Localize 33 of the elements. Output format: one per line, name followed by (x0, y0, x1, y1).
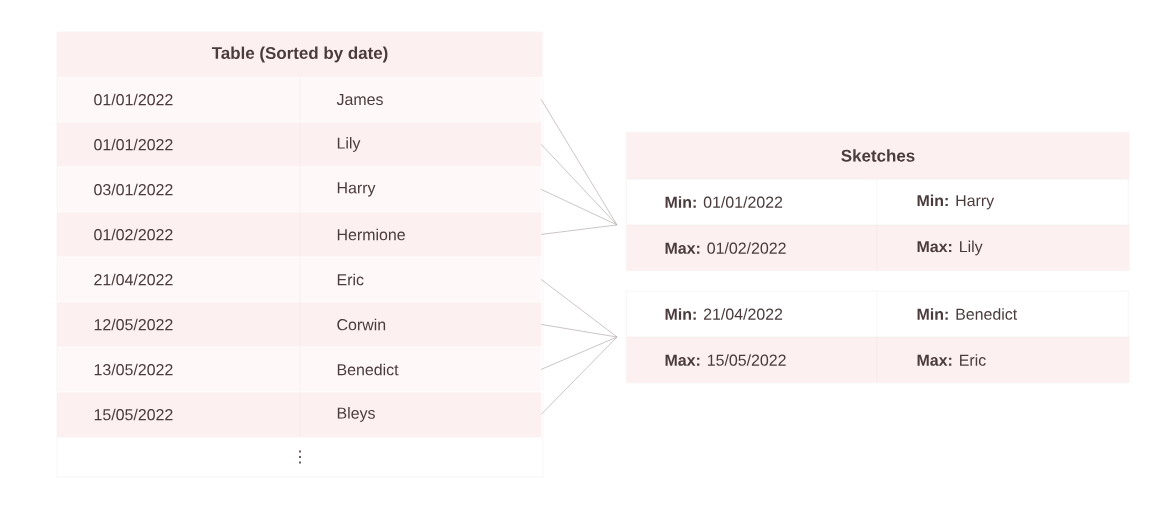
node-label: James (336, 93, 383, 106)
connector-line (540, 144, 618, 226)
table-row: 21/04/2022 Eric (56, 257, 544, 302)
table-row: 01/01/2022 James (56, 77, 544, 122)
sketch-value: Min: Harry (917, 194, 995, 210)
node-label: Benedict (337, 363, 399, 376)
connector-line (540, 336, 618, 370)
table-row: 15/05/2022 Bleys (56, 392, 544, 437)
sketch-value: Max: Eric (917, 354, 986, 366)
sketch-value: Max: 15/05/2022 (665, 354, 786, 366)
node-label: Harry (337, 182, 376, 197)
panel-header: Sketches (626, 132, 1130, 179)
connector-line (540, 279, 618, 338)
table-row: 13/05/2022 Benedict (56, 347, 544, 392)
sketch-value: Min: 01/01/2022 (665, 196, 783, 208)
sketch-value: Min: Benedict (917, 308, 1018, 320)
sketch-value: Max: 01/02/2022 (665, 242, 786, 254)
table-row: 01/02/2022 Hermione (56, 212, 544, 257)
connector-line (540, 224, 618, 235)
connector-line (540, 189, 618, 226)
table-row: 01/01/2022 Lily (56, 122, 544, 167)
table-header: Table (Sorted by date) (57, 32, 542, 77)
node-label: 21/04/2022 (94, 273, 173, 286)
connector-line (540, 336, 618, 415)
node-label: 01/01/2022 (94, 93, 173, 106)
node-label: 03/01/2022 (94, 183, 173, 196)
table-row: 03/01/2022 Harry (56, 167, 544, 212)
sketch-value: Max: Lily (917, 240, 983, 256)
node-label: 13/05/2022 (94, 363, 173, 376)
sketch-value: Min: 21/04/2022 (665, 308, 783, 320)
connector-line (540, 324, 618, 338)
table-row: 12/05/2022 Corwin (56, 302, 544, 347)
node-label: Eric (337, 273, 364, 286)
